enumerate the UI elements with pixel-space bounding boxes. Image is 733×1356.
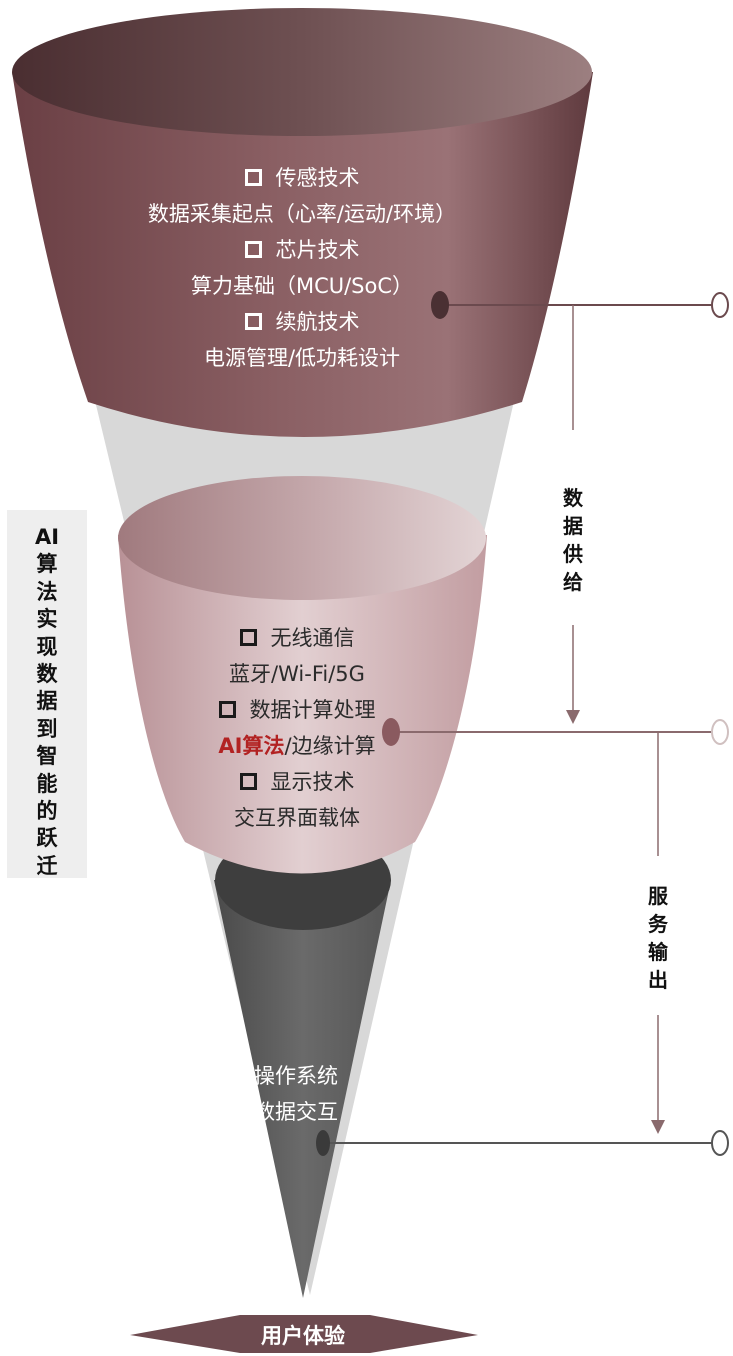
user-experience-label: 用户体验 [261,1324,345,1348]
top-item3-desc: 电源管理/低功耗设计 [203,346,401,370]
flow-label-data-supply: 数 据 供 给 [563,486,583,594]
highlight-text: AI算法 [218,734,285,758]
flow-arrowhead-1 [566,710,580,724]
checkbox-square-icon [244,313,262,330]
bottom-line1: 操作系统 [254,1064,338,1088]
flow-label-service-output: 服 务 输 出 [648,884,668,992]
connector-end-circle-3 [711,1130,729,1156]
top-item1-desc: 数据采集起点（心率/运动/环境） [147,202,457,226]
middle-item2-desc: AI算法/边缘计算 [218,734,376,758]
flow-arrowhead-2 [651,1120,665,1134]
connector-dot-3 [316,1130,330,1156]
connector-dot-1 [431,291,449,319]
bottom-line2: 数据交互 [254,1100,338,1124]
top-cup-body [12,72,593,437]
middle-cup-body [118,535,487,874]
bottom-cone [214,880,391,1298]
checkbox-square-icon [218,701,236,718]
middle-item2-heading: 数据计算处理 [0,692,594,728]
checkbox-square-icon [239,629,257,646]
middle-item3-heading: 显示技术 [0,764,594,800]
middle-cup-rim [118,476,486,600]
top-item2-heading: 芯片技术 [0,232,604,268]
middle-item3-desc: 交互界面载体 [234,806,360,830]
connector-end-circle-1 [711,292,729,318]
middle-item1-desc: 蓝牙/Wi-Fi/5G [229,662,365,686]
checkbox-square-icon [244,241,262,258]
top-item2-desc: 算力基础（MCU/SoC） [190,274,414,298]
top-item1-heading: 传感技术 [0,160,604,196]
checkbox-square-icon [239,773,257,790]
side-label-box: AI 算 法 实 现 数 据 到 智 能 的 跃 迁 [7,510,87,878]
connector-end-circle-2 [711,719,729,745]
top-item3-heading: 续航技术 [0,304,604,340]
middle-item1-heading: 无线通信 [0,620,594,656]
connector-dot-2 [382,718,400,746]
top-cup-rim [12,8,592,136]
checkbox-square-icon [244,169,262,186]
bottom-label-shape [130,1315,478,1353]
side-label: AI 算 法 实 现 数 据 到 智 能 的 跃 迁 [34,525,60,878]
